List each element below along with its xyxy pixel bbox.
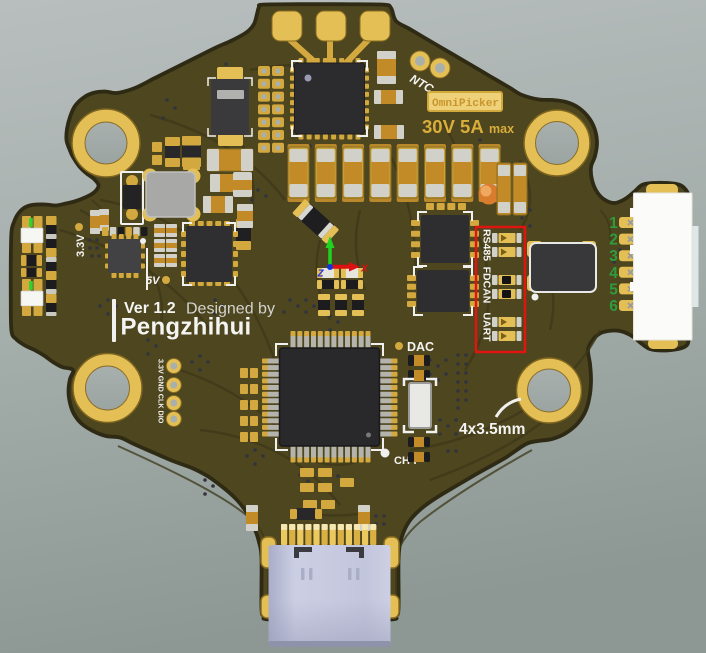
svg-text:3: 3 <box>609 248 618 265</box>
svg-text:UART: UART <box>481 312 493 342</box>
svg-text:Designed by: Designed by <box>186 301 275 318</box>
svg-text:3.3V: 3.3V <box>75 234 87 257</box>
svg-text:DAC: DAC <box>407 340 434 354</box>
svg-text:5: 5 <box>609 281 618 298</box>
svg-text:OmniPicker: OmniPicker <box>432 98 499 110</box>
svg-text:Z: Z <box>317 269 325 280</box>
svg-text:Pengzhihui: Pengzhihui <box>121 314 252 341</box>
svg-text:3.3V GND CLK DIO: 3.3V GND CLK DIO <box>157 359 166 424</box>
svg-text:30V 5A: 30V 5A <box>422 116 484 137</box>
svg-text:2: 2 <box>609 232 618 249</box>
svg-text:4x3.5mm: 4x3.5mm <box>459 421 525 438</box>
svg-text:1: 1 <box>609 215 618 232</box>
svg-text:max: max <box>489 122 514 136</box>
svg-text:X: X <box>360 263 369 275</box>
svg-text:4: 4 <box>609 265 618 282</box>
svg-text:RS485: RS485 <box>481 229 493 261</box>
svg-text:5V: 5V <box>146 275 161 287</box>
svg-text:FDCAN: FDCAN <box>481 267 493 304</box>
svg-text:Ver 1.2: Ver 1.2 <box>124 300 176 317</box>
svg-text:6: 6 <box>609 298 618 315</box>
